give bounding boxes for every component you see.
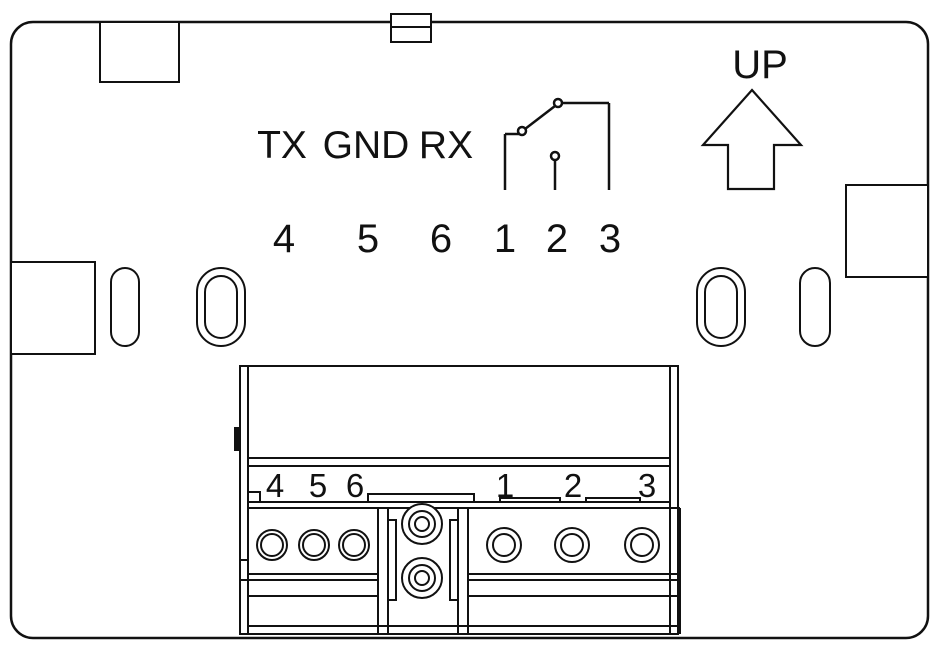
center-screw-bottom [401, 557, 443, 599]
signal-label-tx: TX [257, 124, 307, 167]
mounting-slot-left-inner [196, 267, 246, 347]
mounting-slot-right-outer [799, 267, 831, 347]
terminal-screw-5 [298, 529, 330, 561]
relay-switch-symbol [503, 97, 611, 190]
left-side-tab [10, 261, 96, 355]
terminal-screw-3 [624, 527, 660, 563]
terminal-screw-4 [256, 529, 288, 561]
terminal-number-3: 3 [638, 467, 656, 504]
pin-number-3: 3 [599, 217, 621, 261]
terminal-number-4: 4 [266, 467, 284, 504]
mounting-slot-left-outer [110, 267, 140, 347]
terminal-number-2: 2 [564, 467, 582, 504]
mounting-slot-right-inner [696, 267, 746, 347]
terminal-screw-1 [486, 527, 522, 563]
terminal-block [234, 365, 681, 635]
up-label: UP [732, 43, 788, 87]
up-arrow-icon [700, 88, 804, 191]
top-clip [390, 13, 432, 43]
terminal-screw-2 [554, 527, 590, 563]
terminal-number-1: 1 [496, 467, 514, 504]
terminal-screw-6 [338, 529, 370, 561]
terminal-number-6: 6 [346, 467, 364, 504]
pin-number-6: 6 [430, 217, 452, 261]
pin-number-5: 5 [357, 217, 379, 261]
right-side-tab [845, 184, 929, 278]
pin-number-2: 2 [546, 217, 568, 261]
signal-label-rx: RX [419, 124, 473, 167]
pin-number-4: 4 [273, 217, 295, 261]
center-screw-top [401, 503, 443, 545]
pin-number-1: 1 [494, 217, 516, 261]
signal-label-gnd: GND [323, 124, 410, 167]
terminal-number-5: 5 [309, 467, 327, 504]
top-left-tab [99, 21, 180, 83]
